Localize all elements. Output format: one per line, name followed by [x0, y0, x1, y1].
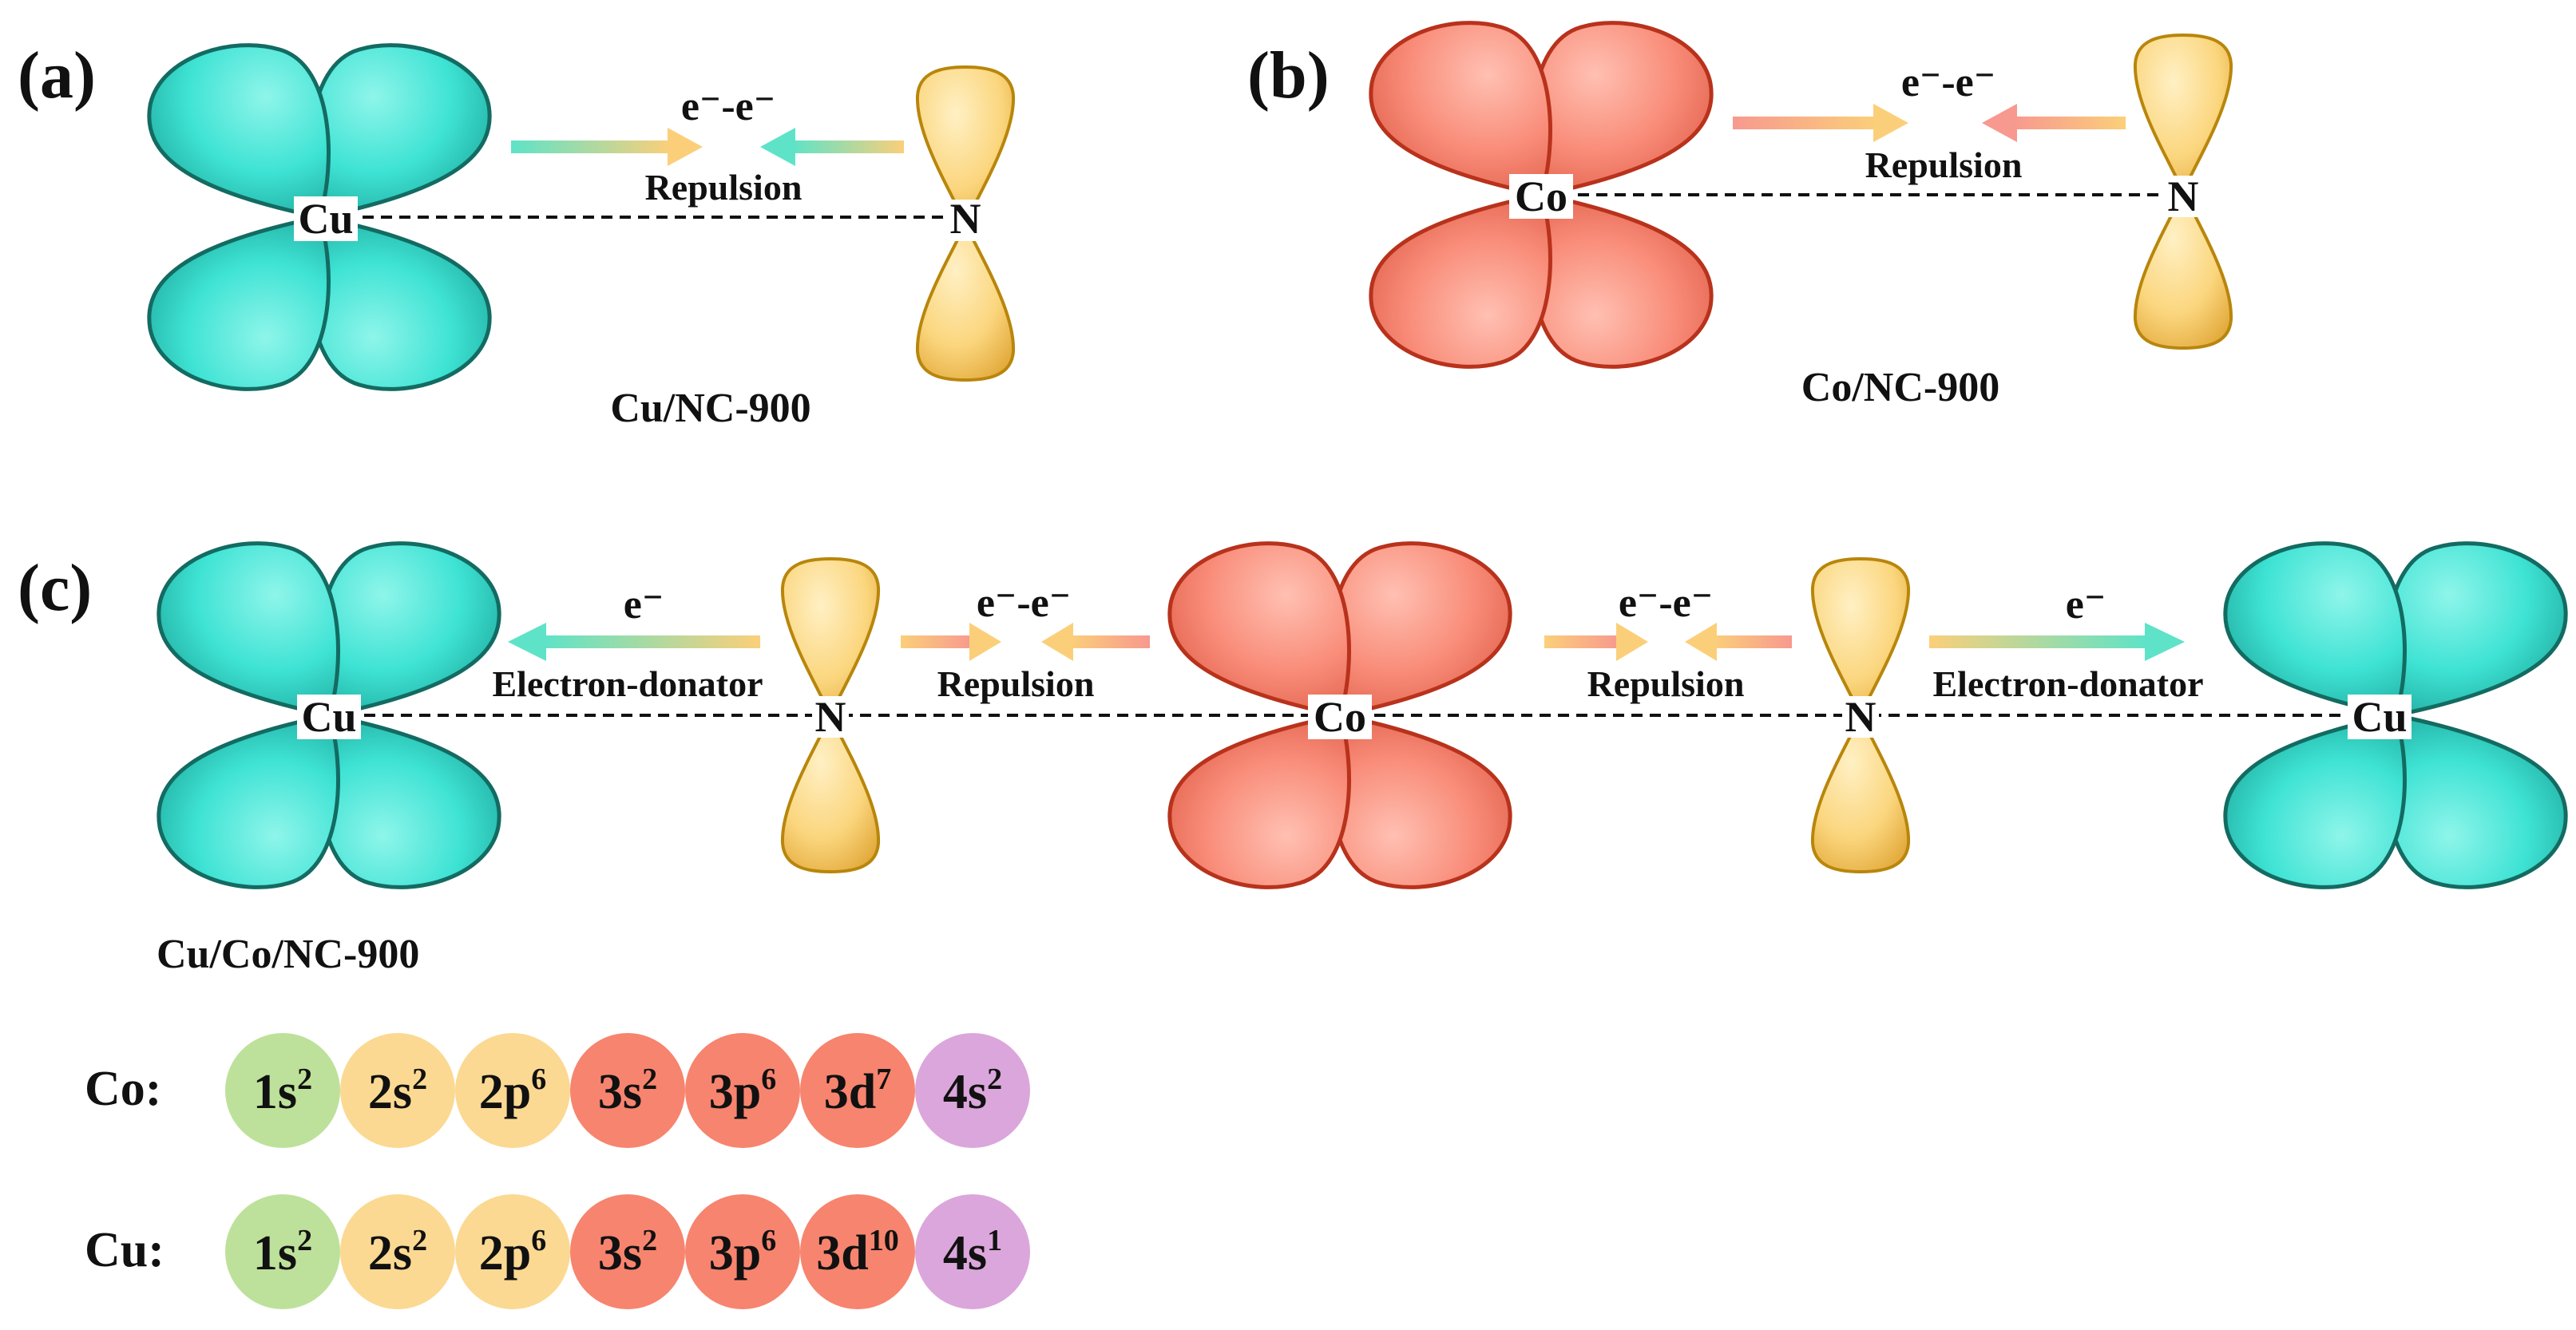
repulsion-label: Repulsion: [645, 167, 803, 208]
cu-orbital-label: 3s2: [598, 1224, 657, 1281]
co-orbital-label: 4s2: [943, 1063, 1002, 1119]
caption-a: Cu/NC-900: [610, 386, 810, 431]
arrow-left-icon: [1982, 104, 2126, 142]
cu-orbital-circle: [685, 1194, 800, 1309]
ee-label: e⁻-e⁻: [1619, 580, 1713, 626]
co-orbital-label: 2s2: [368, 1063, 427, 1119]
n-atom-label: N: [1845, 693, 1877, 741]
co-orbital-label: 1s2: [253, 1063, 312, 1119]
co-electron-configuration: 1s2 2s2 2p6 3s2 3p6 3d7 4s2: [225, 1033, 1030, 1148]
co-orbital-label: 3s2: [598, 1063, 657, 1119]
co-orbital-label: 2p6: [479, 1063, 546, 1119]
repulsion-label: Repulsion: [1865, 144, 2023, 185]
co-orbital-circle: [455, 1033, 570, 1148]
arrow-right-icon: [511, 128, 703, 166]
cu-orbital-circle: [800, 1194, 915, 1309]
cu-orbital-label: 2s2: [368, 1224, 427, 1281]
arrow-right-icon: [1733, 104, 1908, 142]
cu-atom-label: Cu: [298, 195, 353, 243]
cu-orbital-circle: [340, 1194, 455, 1309]
panel-label-b: (b): [1247, 38, 1330, 113]
donator-label: Electron-donator: [1932, 663, 2203, 704]
arrow-left-icon: [760, 128, 904, 166]
panel-label-a: (a): [18, 38, 96, 113]
panel-label-c: (c): [18, 551, 92, 625]
co-atom-label: Co: [1515, 172, 1567, 220]
cu-config-label: Cu:: [85, 1223, 164, 1277]
n-atom-label: N: [950, 195, 981, 243]
co-orbital-circle: [685, 1033, 800, 1148]
cu-atom-label: Cu: [2352, 693, 2407, 741]
co-config-label: Co:: [85, 1062, 161, 1116]
cu-orbital-label: 2p6: [479, 1224, 546, 1281]
ee-label: e⁻-e⁻: [977, 580, 1071, 626]
arrow-left-icon: [1685, 623, 1792, 661]
arrow-left-icon: [508, 623, 760, 661]
cu-atom-label: Cu: [301, 693, 356, 741]
cu-electron-configuration: 1s2 2s2 2p6 3s2 3p6 3d10 4s1: [225, 1194, 1030, 1309]
cu-orbital-circle: [570, 1194, 685, 1309]
co-atom-label: Co: [1314, 693, 1366, 741]
ee-label: e⁻-e⁻: [681, 84, 775, 129]
donator-label: Electron-donator: [492, 663, 763, 704]
e-label: e⁻: [2066, 582, 2106, 627]
e-label: e⁻: [624, 582, 664, 627]
caption-b: Co/NC-900: [1801, 365, 1999, 410]
co-orbital-circle: [915, 1033, 1030, 1148]
cu-orbital-circle: [455, 1194, 570, 1309]
arrow-right-icon: [1929, 623, 2185, 661]
co-orbital-circle: [570, 1033, 685, 1148]
cu-orbital-label: 1s2: [253, 1224, 312, 1281]
ee-label: e⁻-e⁻: [1901, 60, 1995, 105]
caption-c: Cu/Co/NC-900: [157, 932, 419, 977]
n-atom-label: N: [2168, 172, 2199, 220]
co-orbital-circle: [800, 1033, 915, 1148]
cu-orbital-label: 3p6: [709, 1224, 776, 1281]
co-orbital-circle: [225, 1033, 340, 1148]
repulsion-label: Repulsion: [937, 663, 1095, 704]
arrow-right-icon: [1544, 623, 1648, 661]
arrow-left-icon: [1041, 623, 1150, 661]
cu-orbital-label: 3d10: [816, 1224, 898, 1281]
n-atom-label: N: [815, 693, 846, 741]
co-orbital-circle: [340, 1033, 455, 1148]
repulsion-label: Repulsion: [1587, 663, 1745, 704]
arrow-right-icon: [901, 623, 1001, 661]
co-orbital-label: 3d7: [824, 1063, 891, 1119]
cu-orbital-circle: [225, 1194, 340, 1309]
cu-orbital-circle: [915, 1194, 1030, 1309]
cu-orbital-label: 4s1: [943, 1224, 1002, 1281]
co-orbital-label: 3p6: [709, 1063, 776, 1119]
